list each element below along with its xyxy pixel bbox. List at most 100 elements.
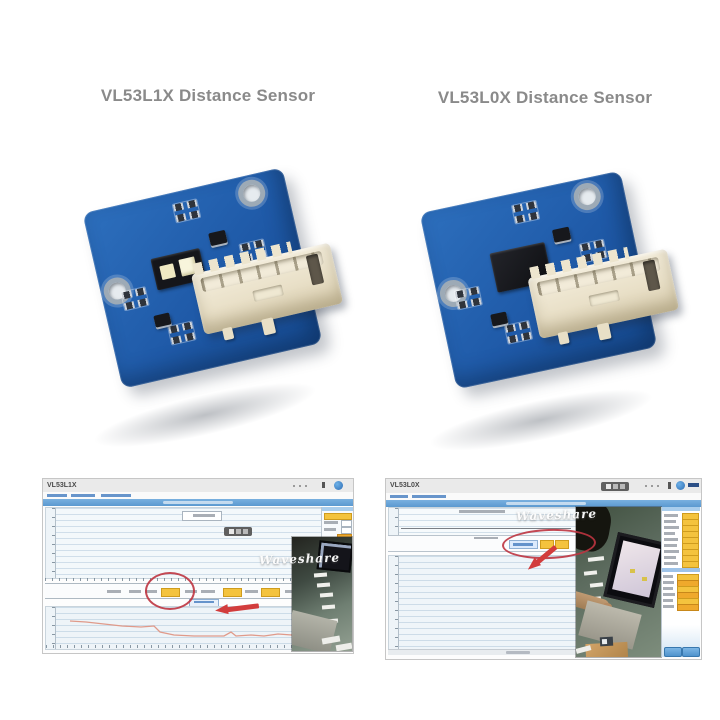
- y-axis: [46, 508, 56, 578]
- product-photo-vl53l0x: [398, 150, 698, 464]
- result-label: [663, 587, 673, 590]
- result-label: [664, 538, 678, 541]
- horizontal-scrollbar[interactable]: [388, 649, 576, 655]
- watermark: Waveshare: [258, 550, 341, 568]
- y-axis: [389, 556, 399, 650]
- gray-board-in-photo: [292, 609, 338, 651]
- regulator-sot23: [551, 226, 572, 243]
- menu-item[interactable]: [71, 494, 95, 497]
- window-controls-icon[interactable]: [601, 482, 629, 491]
- scrollbar-thumb[interactable]: [506, 651, 530, 654]
- setting-label: [324, 521, 338, 524]
- arrow-head: [214, 604, 229, 616]
- range-value-field[interactable]: [540, 540, 554, 549]
- mode-button[interactable]: [242, 529, 248, 534]
- close-button[interactable]: [619, 484, 625, 489]
- mode-button[interactable]: [228, 529, 234, 534]
- x-axis-ticks: [46, 645, 322, 649]
- signal-value-field[interactable]: [223, 588, 242, 597]
- window-controls-icon[interactable]: [293, 485, 307, 487]
- maximize-button[interactable]: [612, 484, 618, 489]
- menu-item[interactable]: [390, 495, 408, 498]
- stop-button[interactable]: [682, 647, 700, 657]
- setting-input[interactable]: [341, 527, 352, 534]
- transistor-sot23: [490, 311, 509, 327]
- result-value[interactable]: [677, 604, 699, 611]
- yellow-marker: [630, 569, 635, 573]
- result-label: [663, 599, 673, 602]
- sensor-emitter-window: [159, 263, 177, 281]
- minimize-button[interactable]: [605, 484, 611, 489]
- monitor-screen: [612, 540, 661, 598]
- ambient-value-field[interactable]: [261, 588, 280, 597]
- titlebar-dots: [645, 485, 659, 487]
- result-label: [663, 593, 675, 596]
- waveshare-logo-text: [688, 483, 699, 487]
- window-titlebar: VL53L0X: [386, 479, 701, 494]
- pcb-board-vl53l1x: [82, 167, 344, 389]
- readout-caption: [474, 537, 498, 539]
- divider: [388, 535, 576, 536]
- distance-label-strip: [316, 582, 331, 588]
- chart-option-control[interactable]: [182, 511, 222, 521]
- distance-label-strip: [321, 604, 336, 610]
- camera-view-photo: [292, 537, 352, 651]
- camera-view-photo: [576, 507, 661, 657]
- mode-button[interactable]: [235, 529, 241, 534]
- product-title-right: VL53L0X Distance Sensor: [437, 88, 653, 107]
- range-label-text: [513, 543, 533, 546]
- result-label: [664, 562, 678, 565]
- smd-resistor-cluster: [454, 286, 482, 310]
- result-label: [664, 514, 678, 517]
- label-chip: [335, 642, 352, 651]
- product-photo-vl53l1x: [60, 150, 360, 461]
- menu-item[interactable]: [47, 494, 67, 497]
- results-panel: [661, 507, 700, 657]
- calibrate-link-label: [194, 601, 214, 603]
- annotation-circle-icon: [145, 572, 195, 610]
- y-axis: [389, 508, 399, 536]
- result-label: [664, 520, 676, 523]
- setting-value-field[interactable]: [324, 513, 352, 520]
- sensor-module-on-box: [599, 636, 614, 647]
- start-button[interactable]: [664, 647, 682, 657]
- chart-option-label: [193, 514, 215, 517]
- range-chart: [388, 507, 578, 537]
- pcb-board-vl53l0x: [419, 170, 680, 390]
- history-chart: [388, 555, 578, 651]
- result-value[interactable]: [682, 561, 699, 568]
- divider: [388, 551, 576, 552]
- connector-latch: [260, 317, 277, 336]
- app-icon: [668, 482, 671, 489]
- section-header-label: [506, 502, 586, 505]
- panel-subheader: [662, 568, 700, 572]
- measurement-label: [285, 590, 297, 593]
- screenshot-vl53l1x-gui: VL53L1X: [42, 478, 354, 654]
- mounting-hole: [235, 177, 268, 210]
- panel-header: [322, 507, 353, 511]
- result-label: [664, 526, 679, 529]
- range-label-box: [509, 540, 538, 549]
- menu-item[interactable]: [101, 494, 131, 497]
- waveshare-logo-icon: [676, 481, 685, 490]
- smd-resistor-cluster: [504, 321, 533, 344]
- result-label: [664, 532, 675, 535]
- result-label: [664, 556, 676, 559]
- menu-item[interactable]: [412, 495, 446, 498]
- panel-header: [662, 507, 700, 511]
- range-status-chart: [45, 507, 323, 579]
- result-label: [663, 605, 674, 608]
- setting-label: [324, 528, 336, 531]
- waveshare-logo-icon: [334, 481, 343, 490]
- setting-input[interactable]: [341, 520, 352, 527]
- section-header-label: [163, 501, 233, 504]
- range-value-field[interactable]: [555, 540, 569, 549]
- connector-latch: [596, 322, 612, 341]
- mode-buttons[interactable]: [224, 527, 252, 536]
- distance-label-strip: [589, 582, 604, 588]
- window-title: VL53L0X: [390, 482, 420, 489]
- distance-label-strip: [583, 570, 598, 576]
- distance-label-strip: [319, 592, 334, 598]
- result-label: [663, 575, 673, 578]
- measurement-label: [201, 590, 215, 593]
